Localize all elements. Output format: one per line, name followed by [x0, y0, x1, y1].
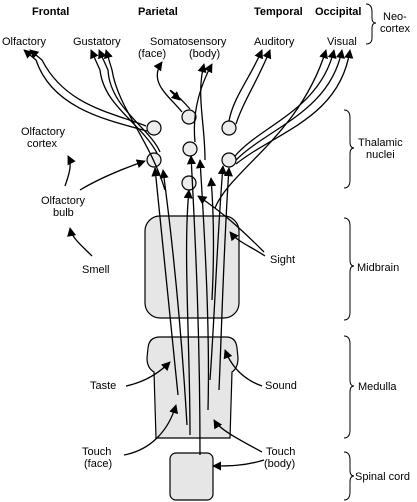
- header-frontal: Frontal: [32, 6, 69, 18]
- pathway-visual-3: [235, 49, 354, 165]
- pathway-visual-1: [234, 49, 337, 157]
- thalamic-node-somato-body: [182, 141, 198, 157]
- label-gustatory: Gustatory: [73, 36, 121, 48]
- input-taste-arrow: [125, 361, 171, 387]
- pathway-bulb-to-cortex: [64, 155, 76, 187]
- input-touch-body-arrow-1: [213, 419, 263, 453]
- thalamic-node-auditory: [221, 120, 237, 136]
- midbrain-brace: [343, 217, 355, 321]
- label-auditory: Auditory: [254, 36, 295, 48]
- pathway-bulb-to-thalamus: [79, 159, 146, 191]
- label-medulla: Medulla: [358, 381, 397, 393]
- tract-sight: [207, 177, 217, 301]
- pathway-somato-4: [197, 63, 207, 161]
- pathway-gustatory-2: [90, 49, 158, 154]
- neocortex-brace: [365, 3, 377, 45]
- label-olfactory-cortex-2: cortex: [27, 138, 57, 150]
- label-sight: Sight: [270, 254, 295, 266]
- tract-sound-1: [209, 165, 227, 381]
- pathway-smell-to-bulb: [67, 227, 93, 257]
- input-touch-body-arrow-2: [212, 459, 265, 471]
- medulla-brace: [343, 335, 355, 439]
- label-touch-face-2: (face): [84, 458, 112, 470]
- thalamic-node-visual: [221, 152, 237, 168]
- label-neocortex-1: Neo-: [383, 11, 407, 23]
- label-somatosensory: Somatosensory: [150, 36, 227, 48]
- tract-touch-body: [186, 155, 201, 456]
- pathway-somato-2: [169, 89, 191, 110]
- header-temporal: Temporal: [254, 6, 303, 18]
- pathway-visual-4: [214, 49, 328, 209]
- pathway-gustatory-3: [103, 49, 166, 191]
- thalamic-node-somato-face: [181, 109, 197, 125]
- pathway-auditory-1: [228, 49, 263, 122]
- pathway-visual-2: [235, 49, 345, 161]
- label-touch-face-1: Touch: [82, 446, 111, 458]
- tract-body-2: [195, 159, 210, 411]
- spinal-cord-region: [169, 452, 214, 501]
- tract-taste-2: [159, 169, 188, 426]
- thalamic-node-olfactory: [146, 120, 162, 136]
- label-somato-face: (face): [138, 48, 166, 60]
- label-spinal-cord: Spinal cord: [355, 471, 410, 483]
- tract-sound-2: [218, 167, 233, 391]
- label-thalamic-1: Thalamic: [358, 137, 403, 149]
- label-neocortex-2: cortex: [380, 23, 410, 35]
- input-sight-arrow-2: [197, 195, 265, 253]
- label-olfactory-bulb-2: bulb: [53, 207, 74, 219]
- label-olfactory-cortex-1: Olfactory: [21, 126, 66, 138]
- spinal-cord-brace: [343, 451, 355, 501]
- label-thalamic-2: nuclei: [366, 149, 395, 161]
- tract-taste-1: [151, 167, 179, 396]
- label-olfactory: Olfactory: [2, 36, 47, 48]
- label-taste: Taste: [90, 380, 116, 392]
- header-occipital: Occipital: [315, 6, 361, 18]
- pathway-auditory-2: [235, 49, 272, 125]
- header-parietal: Parietal: [138, 6, 178, 18]
- pathway-olfactory-2: [23, 49, 148, 132]
- input-touch-face-arrow: [123, 404, 179, 456]
- pathway-somato-1: [153, 61, 183, 113]
- pathway-somato-3: [193, 63, 213, 143]
- label-touch-body-1: Touch: [266, 446, 295, 458]
- label-olfactory-bulb-1: Olfactory: [41, 195, 86, 207]
- input-sight-arrow-1: [229, 231, 266, 257]
- medulla-region: [146, 336, 239, 439]
- label-midbrain: Midbrain: [357, 262, 399, 274]
- thalamic-brace: [343, 109, 355, 189]
- pathway-gustatory-1: [98, 49, 161, 153]
- label-sound: Sound: [265, 380, 297, 392]
- label-somato-body: (body): [189, 48, 220, 60]
- thalamic-node-midline: [181, 175, 197, 191]
- tract-touch-face: [183, 189, 193, 436]
- label-touch-body-2: (body): [264, 458, 295, 470]
- label-visual: Visual: [327, 36, 357, 48]
- label-smell: Smell: [82, 264, 110, 276]
- input-sound-arrow: [223, 349, 263, 387]
